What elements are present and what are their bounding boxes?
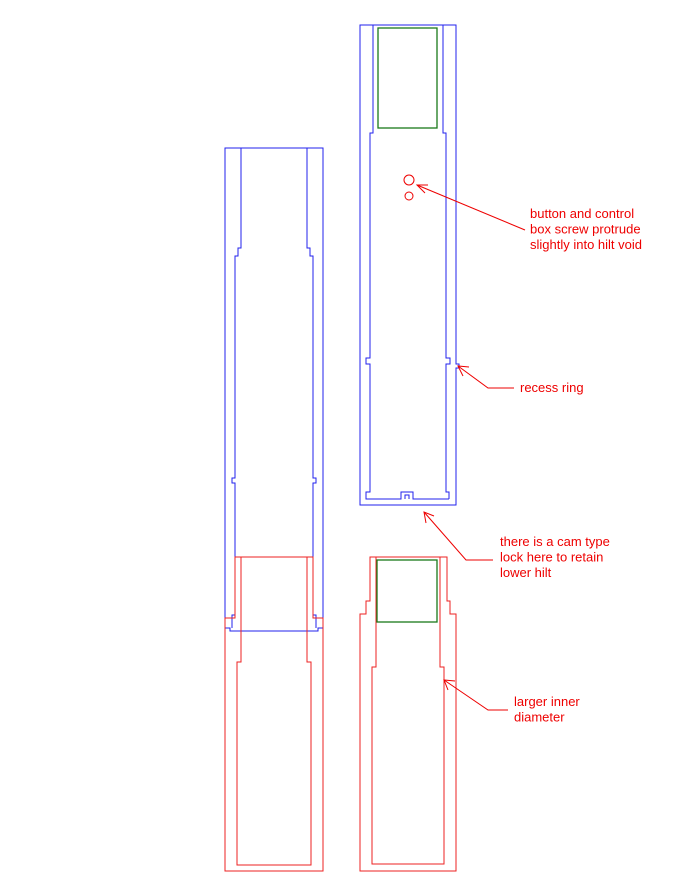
arrowheads xyxy=(415,184,470,691)
annotation-inner-text: larger inner diameter xyxy=(514,694,583,725)
right-upper-hilt xyxy=(359,24,460,506)
right-lower-hilt-inner-wall xyxy=(371,557,445,865)
right-upper-hilt-outer-wall xyxy=(359,24,460,506)
arrowhead-inner xyxy=(443,679,456,691)
annotation-button-text: button and control box screw protrude sl… xyxy=(530,206,644,252)
arrow-cam xyxy=(423,511,493,561)
screw-hole xyxy=(404,191,414,201)
annotation-recess: recess ring xyxy=(457,365,584,395)
right-upper-hilt-cam-notch xyxy=(404,494,410,499)
left-lower-hilt-inner-wall xyxy=(236,557,312,866)
annotation-button: button and control box screw protrude sl… xyxy=(416,184,644,252)
left-upper-hilt-inner-right xyxy=(306,148,317,628)
left-lower-hilt xyxy=(224,556,324,872)
arrowhead-recess xyxy=(457,365,470,377)
annotation-cam: there is a cam type lock here to retain … xyxy=(423,511,613,580)
right-lower-hilt-outer-wall xyxy=(359,556,457,872)
annotation-recess-text: recess ring xyxy=(520,380,584,395)
button-hole xyxy=(403,174,415,186)
arrow-button xyxy=(416,184,526,231)
right-lower-insert xyxy=(376,559,438,623)
right-lower-hilt xyxy=(359,556,457,872)
arrow-recess xyxy=(457,365,514,389)
left-upper-hilt-outer-wall xyxy=(224,147,324,632)
left-upper-hilt-inner-left xyxy=(231,148,242,628)
annotation-inner: larger inner diameter xyxy=(443,679,583,725)
right-upper-insert xyxy=(377,27,438,129)
left-lower-hilt-outer-wall xyxy=(224,556,324,872)
left-upper-hilt xyxy=(224,147,324,632)
right-upper-hilt-inner-left xyxy=(365,25,449,500)
arrowhead-cam xyxy=(423,511,435,524)
right-upper-hilt-inner-right xyxy=(442,25,451,499)
arrowhead-button xyxy=(415,184,428,194)
arrow-inner xyxy=(443,679,508,711)
annotation-cam-text: there is a cam type lock here to retain … xyxy=(500,534,613,580)
